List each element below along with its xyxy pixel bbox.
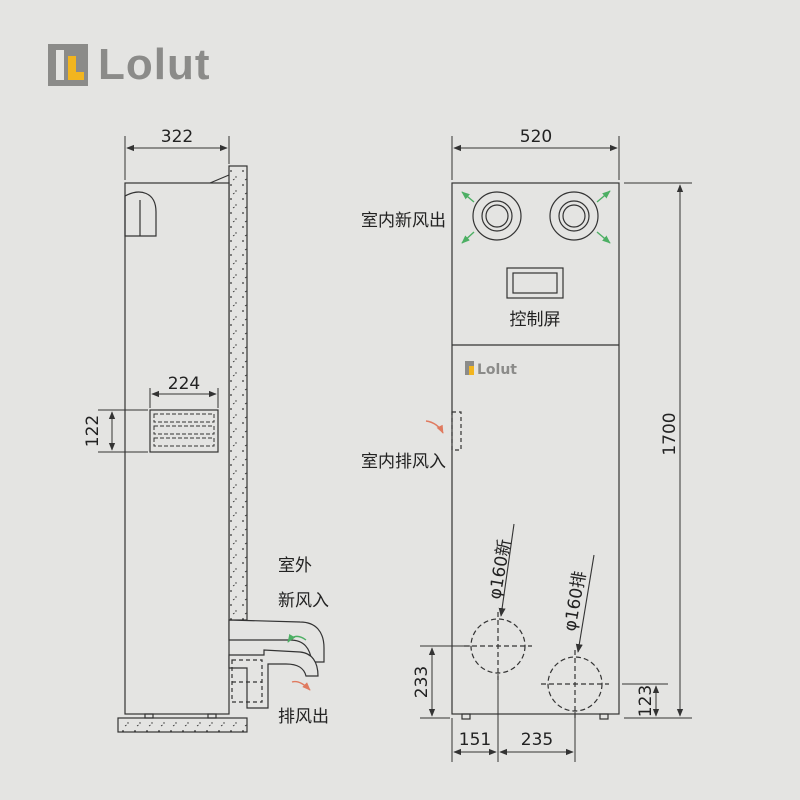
fresh-out-arrows (461, 190, 611, 244)
outdoor-fresh-in-label-1: 室外 (278, 556, 312, 576)
grille-slots (153, 413, 215, 447)
foot (144, 713, 154, 719)
exhaust-out-arrow-icon (291, 680, 311, 691)
indoor-exhaust-in-label: 室内排风入 (361, 452, 446, 472)
front-dimensions (420, 136, 692, 762)
control-screen (506, 267, 564, 299)
fresh-in-arrow-icon (287, 633, 307, 643)
exhaust-duct-circle (541, 650, 609, 718)
front-logo-text: Lolut (477, 362, 517, 378)
exhaust-out-label: 排风出 (278, 707, 329, 727)
indoor-fresh-out-label: 室内新风出 (361, 211, 446, 231)
foot (461, 713, 471, 720)
top-outlet-duct (124, 191, 157, 237)
hidden-duct (231, 659, 263, 703)
foot (207, 713, 217, 719)
fresh-outlet-right (549, 191, 599, 241)
fresh-duct-label: φ160新 (485, 538, 515, 601)
side-width-dim: 322 (161, 127, 193, 147)
brand-mark-icon (48, 44, 88, 86)
unit-body-front (451, 182, 620, 715)
fresh-duct-circle (464, 612, 532, 680)
exhaust-duct-height-dim: 123 (636, 685, 656, 717)
duct-spacing-dim: 235 (521, 730, 553, 750)
wall-section (228, 165, 248, 621)
front-view (451, 182, 620, 720)
exhaust-out-duct (228, 649, 319, 709)
fresh-duct-height-dim: 233 (412, 666, 432, 698)
front-logo (465, 361, 474, 375)
front-width-dim: 520 (520, 127, 552, 147)
foot (599, 713, 609, 720)
floor-slab (117, 717, 248, 733)
side-view (117, 165, 325, 733)
grille-height-dim: 122 (83, 415, 103, 447)
control-screen-label: 控制屏 (510, 310, 561, 330)
indoor-exhaust-arrow-icon (425, 420, 444, 434)
total-height-dim: 1700 (660, 412, 680, 455)
side-grille (149, 409, 219, 453)
brand-name: Lolut (98, 40, 211, 89)
brand-logo: Lolut (46, 40, 211, 90)
side-dimensions (98, 136, 230, 453)
left-offset-dim: 151 (459, 730, 491, 750)
duct-leaders (498, 523, 595, 653)
outdoor-fresh-in-label-2: 新风入 (278, 591, 329, 611)
unit-body-side (124, 182, 230, 715)
outdoor-fresh-in-duct (228, 619, 325, 663)
indoor-exhaust-port (451, 411, 462, 451)
grille-width-dim: 224 (168, 374, 200, 394)
fresh-outlet-left (472, 191, 522, 241)
